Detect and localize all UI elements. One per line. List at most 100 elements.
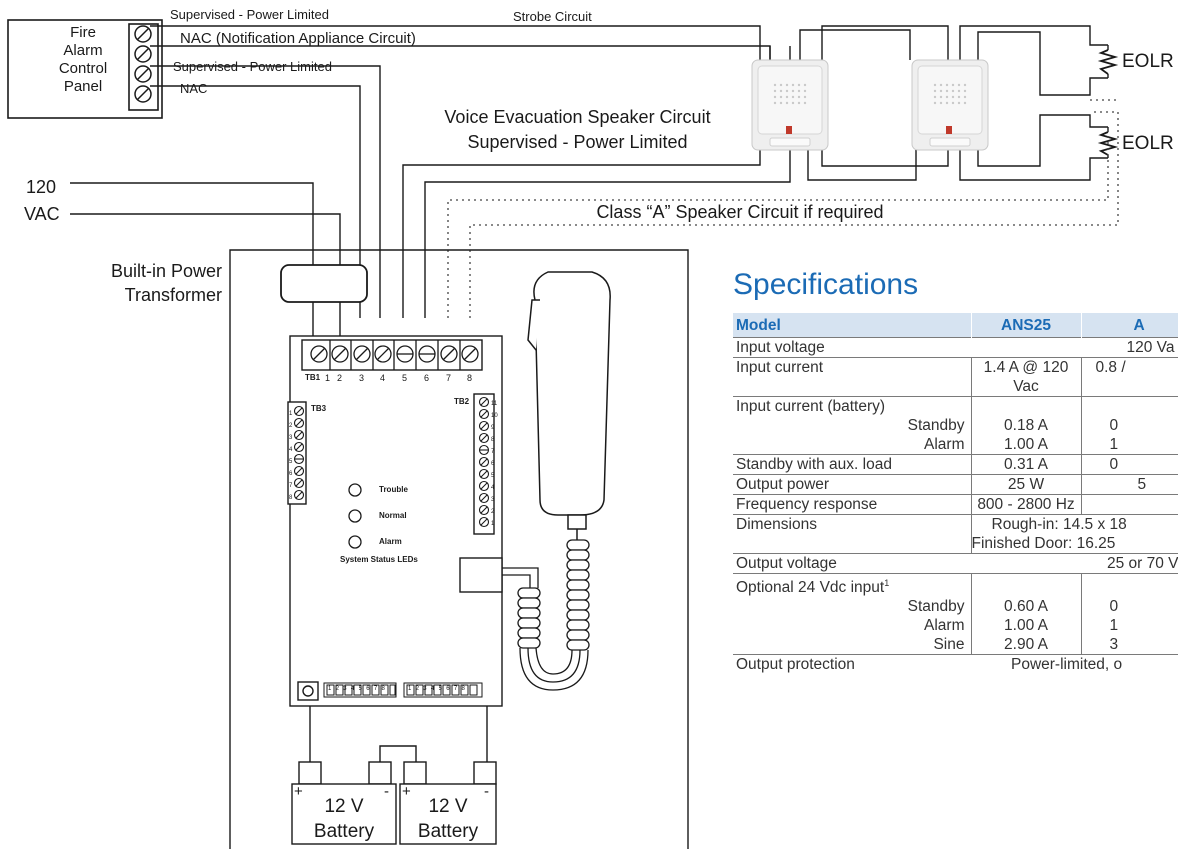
tb2-pin: 5 bbox=[491, 473, 495, 479]
battery-wiring bbox=[309, 706, 488, 762]
spec-label: Standby with aux. load bbox=[733, 454, 972, 475]
spec-label: Optional 24 Vdc input bbox=[736, 579, 885, 597]
facp-label-line: Alarm bbox=[63, 42, 103, 59]
spec-value: 120 Va bbox=[971, 337, 1178, 358]
facp-label-line: Control bbox=[58, 60, 108, 77]
spec-row: Standby 0.18 A 0 bbox=[733, 416, 1178, 435]
eolr-label-2: EOLR bbox=[1122, 133, 1174, 154]
spec-row: Input current (battery) bbox=[733, 396, 1178, 416]
tb3-pin: 6 bbox=[289, 471, 293, 477]
tb2-pin: 2 bbox=[491, 509, 495, 515]
dip-number: 7 bbox=[453, 686, 462, 692]
spec-value: 0 bbox=[1109, 598, 1119, 616]
spec-value: Finished Door: 16.25 bbox=[971, 535, 1116, 552]
spec-row: Standby with aux. load 0.31 A 0 bbox=[733, 454, 1178, 475]
spec-row: Output protection Power-limited, o bbox=[733, 654, 1178, 675]
spec-label: Frequency response bbox=[733, 494, 972, 515]
spec-row: Alarm 1.00 A 1 bbox=[733, 435, 1178, 455]
spec-header-ans25: ANS25 bbox=[971, 313, 1082, 338]
spec-value: 5 bbox=[1081, 474, 1178, 495]
spec-label: Alarm bbox=[733, 435, 972, 455]
spec-row: Dimensions Rough-in: 14.5 x 18 bbox=[733, 514, 1178, 534]
dip-number: 8 bbox=[381, 686, 390, 692]
spec-label-optional: Optional 24 Vdc input1 bbox=[733, 573, 972, 598]
battery-2-plus: + bbox=[402, 783, 411, 800]
tb1-pin: 6 bbox=[424, 373, 430, 383]
class-a-wiring bbox=[447, 99, 1119, 318]
alarm-led bbox=[348, 535, 362, 549]
eolr-label-1: EOLR bbox=[1122, 51, 1174, 72]
spec-value bbox=[1081, 494, 1178, 515]
vac-120-label: 120 bbox=[26, 177, 57, 197]
spec-label: Sine bbox=[733, 635, 972, 655]
tb3-pin: 5 bbox=[289, 459, 293, 465]
spec-row: Output power 25 W 5 bbox=[733, 474, 1178, 495]
mic-jack bbox=[459, 557, 503, 593]
dip-number: 6 bbox=[446, 686, 454, 692]
spec-value-empty bbox=[1081, 396, 1178, 416]
spec-value: 1.4 A @ 120 Vac bbox=[971, 357, 1082, 397]
spec-row: Finished Door: 16.25 bbox=[733, 534, 1178, 554]
led-label-alarm: Alarm bbox=[379, 537, 402, 546]
spec-value: 3 bbox=[1109, 636, 1119, 654]
spec-label: Output protection bbox=[733, 654, 971, 675]
wire-label-supervised-2: Supervised - Power Limited bbox=[173, 59, 332, 74]
spec-value: 2.90 A bbox=[971, 635, 1082, 655]
dip-number: 5 bbox=[438, 686, 447, 692]
wire-label-supervised-1: Supervised - Power Limited bbox=[170, 7, 329, 22]
vac-label: VAC bbox=[24, 204, 60, 224]
facp-label-line: Fire bbox=[70, 24, 96, 41]
spec-label: Input current bbox=[733, 357, 972, 397]
tb1-label: TB1 bbox=[305, 373, 321, 382]
tb2-pin: 10 bbox=[491, 413, 498, 419]
led-label-trouble: Trouble bbox=[379, 485, 408, 494]
microphone bbox=[527, 271, 611, 540]
spec-row: Optional 24 Vdc input1 bbox=[733, 573, 1178, 598]
spec-value: 800 - 2800 Hz bbox=[971, 494, 1082, 515]
tb2-pin: 6 bbox=[491, 461, 495, 467]
spec-row: Frequency response 800 - 2800 Hz bbox=[733, 494, 1178, 515]
tb1-pin: 5 bbox=[402, 373, 408, 383]
spec-row: Sine 2.90 A 3 bbox=[733, 635, 1178, 655]
tb2-pin: 8 bbox=[491, 437, 495, 443]
enclosure-outline bbox=[229, 249, 689, 849]
dip-number: 4 bbox=[350, 686, 359, 692]
spec-value-empty bbox=[971, 396, 1082, 416]
spec-row: Input current 1.4 A @ 120 Vac 0.8 / bbox=[733, 357, 1178, 397]
tb3-terminal-block bbox=[287, 401, 307, 505]
battery-1-voltage: 12 V bbox=[324, 796, 364, 817]
reset-button-square bbox=[297, 681, 319, 701]
battery-2 bbox=[399, 761, 497, 845]
battery-1-minus: - bbox=[384, 783, 389, 800]
coiled-cord bbox=[502, 539, 590, 691]
spec-row: Standby 0.60 A 0 bbox=[733, 597, 1178, 617]
wire-label-nac-1: NAC (Notification Appliance Circuit) bbox=[180, 30, 416, 47]
led-label-normal: Normal bbox=[379, 511, 407, 520]
tb2-pin: 7 bbox=[491, 449, 495, 455]
facp-label: Fire Alarm Control Panel bbox=[38, 24, 128, 96]
spec-value: 0.8 / bbox=[1081, 357, 1178, 397]
voice-evac-label: Voice Evacuation Speaker Circuit bbox=[444, 107, 711, 127]
strobe-speaker-1 bbox=[751, 59, 829, 151]
spec-row: Alarm 1.00 A 1 bbox=[733, 616, 1178, 636]
dip-number: 7 bbox=[373, 686, 382, 692]
battery-1-plus: + bbox=[294, 783, 303, 800]
class-a-label: Class “A” Speaker Circuit if required bbox=[540, 203, 940, 221]
spec-value: 0 bbox=[1081, 454, 1178, 475]
spec-value: 1 bbox=[1109, 617, 1119, 635]
eolr-resistors bbox=[1097, 49, 1119, 156]
spec-value: 1.00 A bbox=[971, 616, 1082, 636]
spec-label: Dimensions bbox=[733, 514, 972, 534]
wire-label-nac-2: NAC bbox=[180, 81, 208, 96]
tb2-pin: 4 bbox=[491, 485, 495, 491]
trouble-led bbox=[348, 483, 362, 497]
spec-row: Output voltage 25 or 70 V bbox=[733, 553, 1178, 574]
tb1-screws bbox=[310, 340, 479, 370]
strobe-speaker-2 bbox=[911, 59, 989, 151]
battery-2-label: Battery bbox=[417, 821, 479, 842]
spec-value-empty bbox=[1081, 573, 1178, 598]
spec-value: 1 bbox=[1109, 436, 1119, 453]
led-caption: System Status LEDs bbox=[340, 555, 418, 564]
dip-number: 1 bbox=[408, 686, 416, 692]
